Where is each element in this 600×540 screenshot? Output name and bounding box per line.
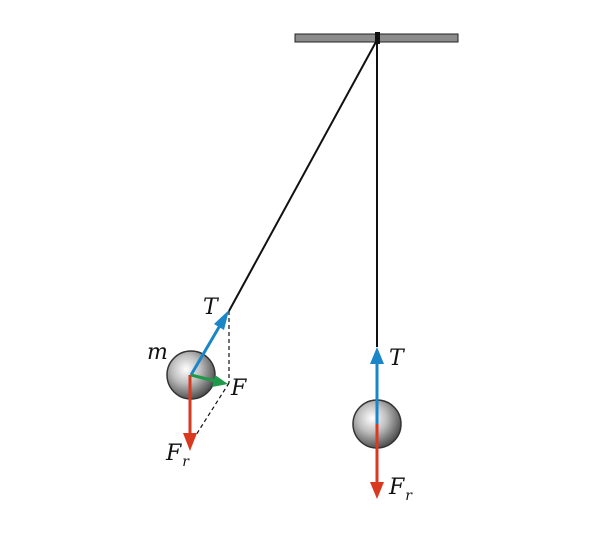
pivot-point <box>375 32 380 44</box>
label-gravity-right-main: F <box>388 475 405 500</box>
arrowhead-gravity-right <box>370 482 384 499</box>
arrowhead-resultant <box>212 375 228 387</box>
arrowhead-gravity-left <box>183 433 197 451</box>
label-tension-left: T <box>203 295 220 320</box>
string-deflected <box>228 39 378 312</box>
dashed-line-diagonal <box>188 382 230 447</box>
vector-tension-left <box>189 321 224 376</box>
label-gravity-right: Fr <box>388 475 413 504</box>
arrowhead-tension-right <box>370 347 384 364</box>
label-gravity-left: Fr <box>165 441 190 470</box>
label-tension-right: T <box>389 346 406 371</box>
label-gravity-left-main: F <box>165 441 182 466</box>
arrowhead-tension-left <box>214 310 229 330</box>
vector-resultant <box>190 373 216 383</box>
label-resultant: F <box>230 376 247 401</box>
label-gravity-left-sub: r <box>182 454 190 470</box>
label-mass: m <box>147 340 168 365</box>
label-gravity-right-sub: r <box>405 488 413 504</box>
